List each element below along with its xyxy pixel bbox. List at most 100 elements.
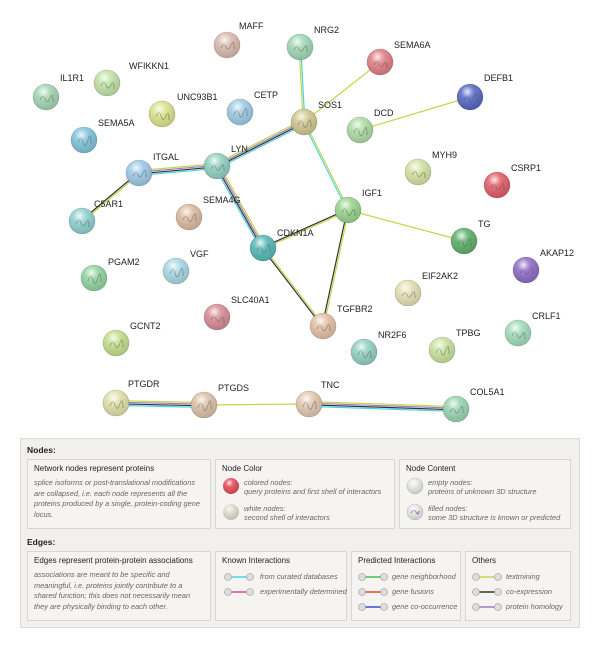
node-gcnt2[interactable]: GCNT2: [102, 321, 161, 357]
node-sema4g[interactable]: SEMA4G: [175, 195, 241, 231]
node-defb1[interactable]: DEFB1: [456, 73, 513, 111]
edge-line-coexpr: [115, 403, 204, 407]
network-nodes-desc: splice isoforms or post-translational mo…: [34, 478, 200, 519]
node-label: NR2F6: [378, 330, 407, 340]
node-gloss: [296, 391, 322, 417]
node-il1r1[interactable]: IL1R1: [32, 73, 84, 111]
node-itgal[interactable]: ITGAL: [125, 152, 179, 187]
node-gloss: [505, 320, 531, 346]
white-nodes-desc: second shell of interactors: [244, 513, 330, 522]
node-eif2ak2[interactable]: EIF2AK2: [394, 271, 458, 307]
edge-lyn-cdkn1a: [214, 164, 266, 250]
node-vgf[interactable]: VGF: [162, 249, 209, 285]
node-label: TG: [478, 219, 491, 229]
node-label: AKAP12: [540, 248, 574, 258]
edge-cdkn1a-tgfbr2: [261, 247, 325, 327]
node-slc40a1[interactable]: SLC40A1: [203, 295, 270, 331]
node-wfikkn1[interactable]: WFIKKN1: [93, 61, 169, 97]
node-gloss: [429, 337, 455, 363]
node-gloss: [310, 313, 336, 339]
node-dcd[interactable]: DCD: [346, 108, 394, 144]
node-cetp[interactable]: CETP: [226, 90, 278, 126]
node-akap12[interactable]: AKAP12: [512, 248, 574, 284]
node-gloss: [204, 153, 230, 179]
node-sos1[interactable]: SOS1: [290, 100, 342, 136]
network-nodes-box: Network nodes represent proteins splice …: [27, 459, 211, 529]
node-gloss: [33, 84, 59, 110]
node-ptgds[interactable]: PTGDS: [190, 383, 249, 419]
edge-line-textmining: [138, 163, 217, 172]
node-tnc[interactable]: TNC: [295, 380, 340, 418]
others-box: Others textmining co-expression protein …: [465, 551, 571, 621]
node-nrg2[interactable]: NRG2: [286, 25, 339, 61]
predicted-interactions-box: Predicted Interactions gene neighborhood…: [351, 551, 461, 621]
node-gloss: [335, 197, 361, 223]
node-myh9[interactable]: MYH9: [404, 150, 457, 186]
node-sema6a[interactable]: SEMA6A: [366, 40, 431, 76]
node-gloss: [287, 34, 313, 60]
node-ptgdr[interactable]: PTGDR: [102, 379, 160, 417]
node-tg[interactable]: TG: [450, 219, 491, 255]
node-label: TPBG: [456, 328, 481, 338]
edge-line-textmining: [263, 247, 325, 326]
edge-itgal-lyn: [138, 163, 218, 176]
node-tgfbr2[interactable]: TGFBR2: [309, 304, 373, 340]
edge-lyn-sos1: [215, 119, 306, 169]
edge-line-homology: [116, 401, 205, 405]
known-interactions-box: Known Interactions from curated database…: [215, 551, 347, 621]
node-gloss: [176, 204, 202, 230]
node-unc93b1[interactable]: UNC93B1: [148, 92, 218, 128]
legend-panel: Nodes: Network nodes represent proteins …: [20, 438, 580, 628]
node-label: MYH9: [432, 150, 457, 160]
edge-igf1-tg: [347, 209, 465, 242]
node-maff[interactable]: MAFF: [213, 21, 264, 59]
node-label: LYN: [231, 144, 248, 154]
others-item-coexpression: co-expression: [506, 587, 553, 596]
textmining-edge-icon: [472, 573, 502, 581]
node-gloss: [451, 228, 477, 254]
node-color-box: Node Color colored nodes: query proteins…: [215, 459, 395, 529]
node-col5a1[interactable]: COL5A1: [442, 387, 505, 423]
others-item-textmining: textmining: [506, 572, 540, 581]
node-lyn[interactable]: LYN: [203, 144, 248, 180]
node-igf1[interactable]: IGF1: [334, 188, 382, 224]
edge-line-coexpr: [308, 404, 456, 411]
node-gloss: [291, 109, 317, 135]
node-label: VGF: [190, 249, 209, 259]
cooccurrence-edge-icon: [358, 603, 388, 611]
white-nodes-label: white nodes:: [244, 504, 286, 513]
node-label: CDKN1A: [277, 228, 314, 238]
edge-line-textmining: [359, 96, 471, 131]
empty-nodes-desc: proteins of unknown 3D structure: [428, 487, 537, 496]
node-tpbg[interactable]: TPBG: [428, 328, 481, 364]
node-csrp1[interactable]: CSRP1: [483, 163, 541, 199]
node-label: SLC40A1: [231, 295, 270, 305]
edge-line-textmining: [309, 401, 457, 408]
node-label: GCNT2: [130, 321, 161, 331]
experimental-edge-icon: [224, 588, 254, 596]
node-nr2f6[interactable]: NR2F6: [350, 330, 407, 366]
node-c5ar1[interactable]: C5AR1: [68, 199, 123, 235]
predicted-item-fusions: gene fusions: [392, 587, 434, 596]
node-label: SEMA6A: [394, 40, 431, 50]
node-crlf1[interactable]: CRLF1: [504, 311, 561, 347]
filled-nodes-label: filled nodes:: [428, 504, 468, 513]
node-label: NRG2: [314, 25, 339, 35]
node-sema5a[interactable]: SEMA5A: [70, 118, 135, 154]
node-label: COL5A1: [470, 387, 505, 397]
node-label: EIF2AK2: [422, 271, 458, 281]
edge-line-homology: [309, 402, 457, 409]
node-gloss: [191, 392, 217, 418]
edge-line-curated: [214, 166, 262, 250]
node-cdkn1a[interactable]: CDKN1A: [249, 228, 314, 262]
node-content-box: Node Content empty nodes: proteins of un…: [399, 459, 571, 529]
node-gloss: [69, 208, 95, 234]
node-label: IL1R1: [60, 73, 84, 83]
node-label: PTGDS: [218, 383, 249, 393]
edge-dcd-defb1: [359, 96, 471, 131]
edge-sos1-igf1: [302, 121, 350, 211]
node-gloss: [367, 49, 393, 75]
node-pgam2[interactable]: PGAM2: [80, 257, 140, 292]
edge-line-textmining: [303, 61, 381, 123]
